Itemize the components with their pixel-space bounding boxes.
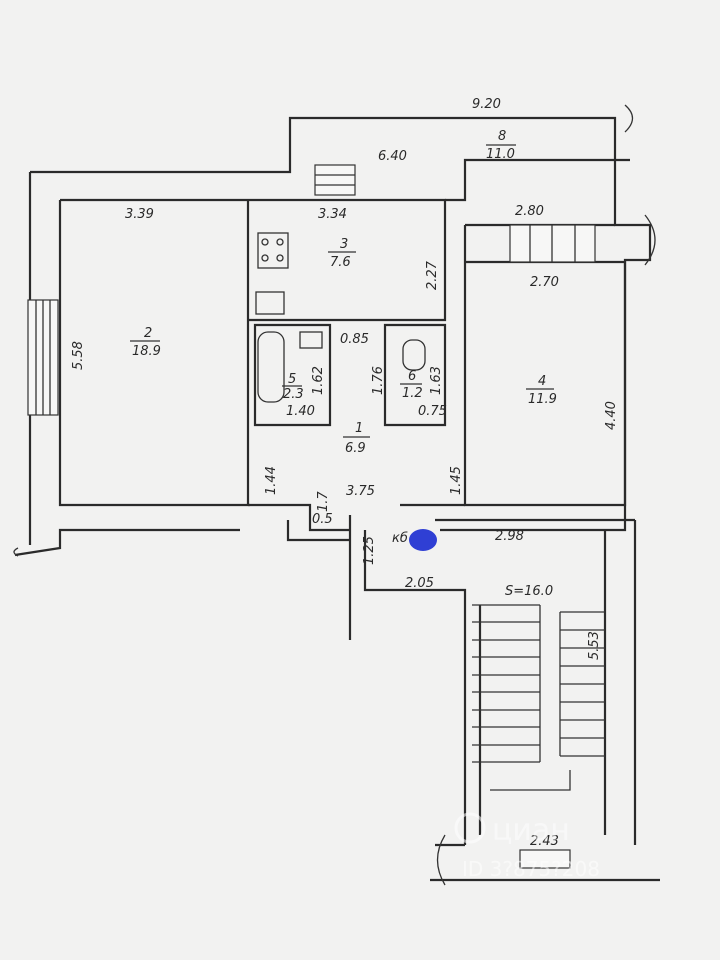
dim-between-baths: 0.85	[340, 332, 369, 347]
window-room3	[314, 164, 356, 196]
stairwell-area: S=16.0	[505, 584, 553, 599]
room-5: 5 2.3	[282, 372, 304, 402]
room-labels: 8 11.0 3 7.6 2 18.9 4 11.9 5 2.3 6 1.2	[130, 129, 557, 456]
dim-room4-length: 4.40	[604, 401, 619, 430]
break-mark	[624, 104, 634, 133]
watermark-id: ID 3?875?208	[462, 857, 600, 881]
dim-closet-width: 0.5	[312, 512, 333, 527]
dim-room6-depth: 1.63	[429, 366, 444, 395]
svg-text:11.9: 11.9	[528, 392, 557, 407]
svg-text:18.9: 18.9	[132, 344, 161, 359]
break-mark	[644, 214, 656, 266]
dim-room2-width: 3.39	[125, 207, 154, 222]
fixtures	[13, 104, 656, 886]
dim-hall-left: 1.44	[264, 466, 279, 495]
watermark-brand: циан	[492, 813, 570, 848]
room-4: 4 11.9	[526, 374, 557, 407]
dim-balcony: 2.80	[515, 204, 544, 219]
dim-room5-width: 1.40	[286, 404, 315, 419]
staircase	[472, 604, 605, 869]
svg-text:1: 1	[355, 421, 363, 436]
dim-closet-depth: 1.7	[316, 491, 331, 512]
dim-hall-right: 1.45	[449, 466, 464, 495]
dim-room4-width: 2.70	[530, 275, 559, 290]
svg-text:2.3: 2.3	[283, 387, 304, 402]
room-6: 6 1.2	[400, 369, 423, 401]
room-3: 3 7.6	[328, 237, 356, 270]
svg-text:3: 3	[340, 237, 348, 252]
dimension-labels: 9.20 6.40 3.39 3.34 2.80 2.70 5.58 2.27 …	[71, 97, 619, 849]
dim-hall-width: 3.75	[346, 484, 375, 499]
dim-stair-depth: 5.53	[587, 631, 602, 660]
dim-room2-length: 5.58	[71, 341, 86, 370]
dim-room6-width: 0.75	[418, 404, 447, 419]
svg-text:7.6: 7.6	[330, 255, 351, 270]
svg-text:5: 5	[288, 372, 296, 387]
dim-stair-top: 2.98	[495, 529, 524, 544]
break-mark	[13, 547, 19, 557]
watermark: циан ID 3?875?208	[454, 812, 600, 881]
break-mark	[436, 834, 446, 886]
windows	[27, 164, 596, 416]
flat-number: кб	[392, 531, 408, 546]
sink-icon	[255, 291, 285, 315]
dim-stair-landing: 2.05	[405, 576, 434, 591]
room-1: 1 6.9	[343, 421, 370, 456]
svg-text:1.2: 1.2	[402, 386, 423, 401]
dim-landing: 1.25	[362, 536, 377, 565]
svg-text:6.9: 6.9	[345, 441, 366, 456]
dim-room3-width: 3.34	[318, 207, 347, 222]
washbasin-icon	[299, 331, 323, 349]
stove-icon	[257, 232, 289, 269]
svg-text:6: 6	[408, 369, 416, 384]
svg-text:11.0: 11.0	[486, 147, 515, 162]
bathtub-icon	[257, 331, 285, 403]
svg-text:4: 4	[538, 374, 546, 389]
toilet-icon	[402, 339, 426, 371]
dim-corridor: 6.40	[378, 149, 407, 164]
marker-blot	[409, 529, 437, 551]
svg-text:2: 2	[144, 326, 152, 341]
room-2: 2 18.9	[130, 326, 161, 359]
dim-total-top: 9.20	[472, 97, 501, 112]
room-8: 8 11.0	[486, 129, 516, 162]
dim-hall-depth: 1.76	[371, 366, 386, 395]
dim-bottom: 2.43	[530, 834, 559, 849]
dim-room3-depth: 2.27	[425, 260, 440, 290]
svg-text:8: 8	[498, 129, 506, 144]
dim-room5-depth: 1.62	[311, 366, 326, 395]
walls	[14, 116, 660, 882]
